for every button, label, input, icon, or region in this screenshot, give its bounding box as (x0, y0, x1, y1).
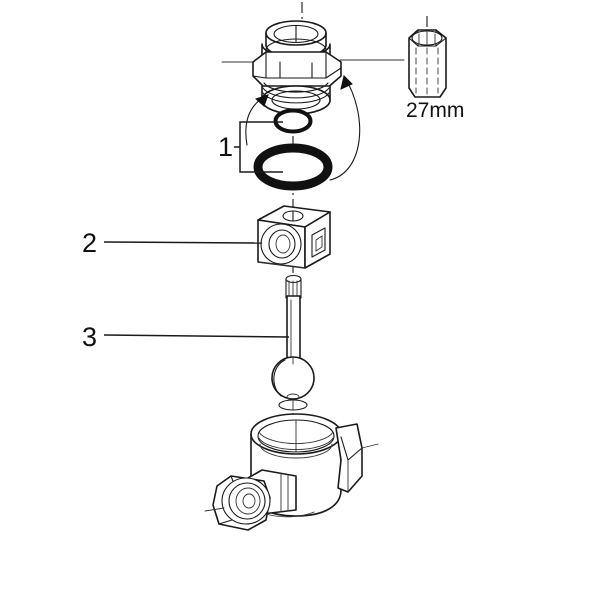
part-small-o-ring (273, 108, 313, 134)
callout-2-label: 2 (82, 228, 97, 258)
cube-bottom-edge (257, 261, 306, 269)
housing-right-lug (335, 423, 363, 493)
callout-2-group: 2 (82, 228, 263, 258)
callout-1-group: 1 (218, 121, 283, 173)
callout-3-leader (103, 334, 290, 338)
plug-hex-flange (252, 51, 342, 90)
stem-shaft (286, 295, 301, 365)
large-o-ring-torus (253, 143, 333, 191)
housing-thread-3 (259, 443, 333, 459)
assembly-arrow-right-curve (329, 75, 361, 181)
callout-3-label: 3 (82, 322, 97, 352)
part-valve-housing (204, 399, 379, 531)
cube-front-bore-core (275, 234, 291, 254)
part-valve-cube-body (257, 205, 331, 269)
callout-2-leader (103, 241, 263, 244)
callout-3-group: 3 (82, 322, 290, 352)
plug-thread-line-2 (262, 92, 330, 104)
socket-size-label: 27mm (406, 99, 464, 122)
part-large-o-ring (253, 143, 333, 191)
cube-front-bore-inner (268, 229, 296, 259)
part-ball-stem (271, 274, 315, 401)
large-o-ring-hole (261, 151, 325, 183)
assembly-arrow-left-head (255, 94, 269, 107)
housing-right-lug-line (361, 443, 379, 449)
callout-1-label: 1 (218, 132, 233, 162)
housing-nut-bore-mid (228, 482, 266, 520)
housing-nut-bore-core (242, 493, 256, 509)
stem-spline-top (285, 274, 302, 284)
plug-thread-line-3 (263, 82, 329, 93)
housing-nut-bore-outer (221, 477, 271, 525)
housing-bottom-edge (265, 511, 315, 518)
plug-thread-line-1 (262, 87, 330, 99)
part-hex-socket-tool: 27mm (406, 16, 464, 122)
assembly-arrow-right-head (340, 75, 353, 90)
housing-right-lug-facet (340, 423, 363, 461)
ball-left-facet (273, 359, 286, 397)
cube-side-port-outer (311, 227, 326, 258)
housing-nut-tail-line (204, 507, 225, 512)
socket-outer-body (408, 29, 447, 98)
assembly-arrow-group (245, 75, 361, 181)
socket-top-hex-front (408, 37, 447, 47)
small-o-ring-hole (276, 111, 310, 131)
housing-nut-bore-inner (235, 487, 261, 515)
cube-side-port-inner (315, 235, 323, 252)
part-top-plug (252, 20, 342, 115)
